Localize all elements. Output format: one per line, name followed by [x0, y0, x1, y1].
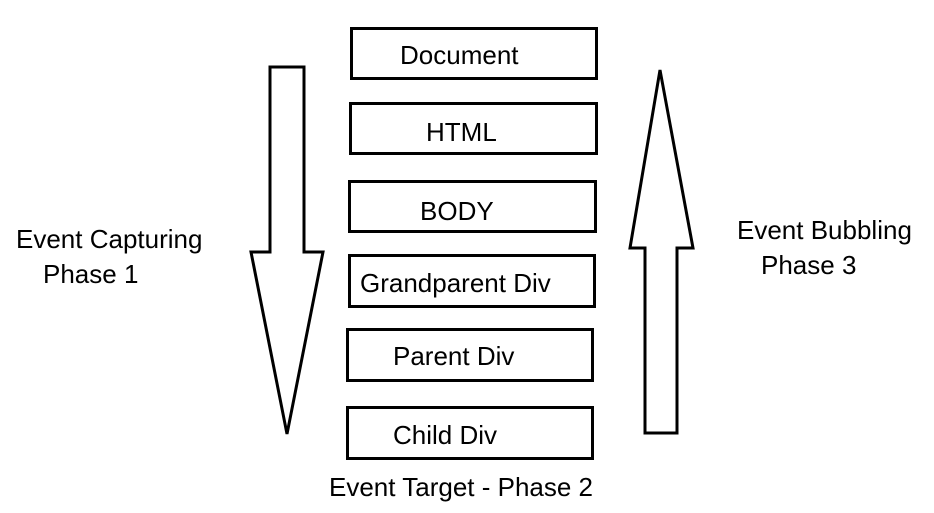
layer-box-grandparent-div: Grandparent Div	[348, 254, 596, 308]
layer-box-body: BODY	[348, 180, 597, 233]
layer-label-html: HTML	[426, 117, 497, 147]
layer-box-document: Document	[350, 27, 598, 80]
bubbling-label-line2: Phase 3	[761, 249, 857, 280]
event-target-label: Event Target - Phase 2	[329, 472, 594, 502]
layer-label-parent-div: Parent Div	[393, 341, 515, 371]
capturing-label: Event Capturing Phase 1	[16, 222, 202, 292]
layer-box-child-div: Child Div	[346, 406, 594, 460]
bubbling-label-line1: Event Bubbling	[737, 215, 912, 245]
layer-label-document: Document	[400, 40, 519, 70]
layer-box-html: HTML	[349, 102, 598, 155]
layer-label-body: BODY	[420, 196, 494, 226]
capturing-label-line1: Event Capturing	[16, 224, 203, 254]
capturing-label-line2: Phase 1	[43, 258, 139, 289]
layer-box-parent-div: Parent Div	[346, 328, 594, 382]
bubbling-label: Event Bubbling Phase 3	[737, 213, 912, 283]
layer-label-child-div: Child Div	[393, 420, 498, 450]
layer-label-grandparent-div: Grandparent Div	[360, 268, 551, 298]
